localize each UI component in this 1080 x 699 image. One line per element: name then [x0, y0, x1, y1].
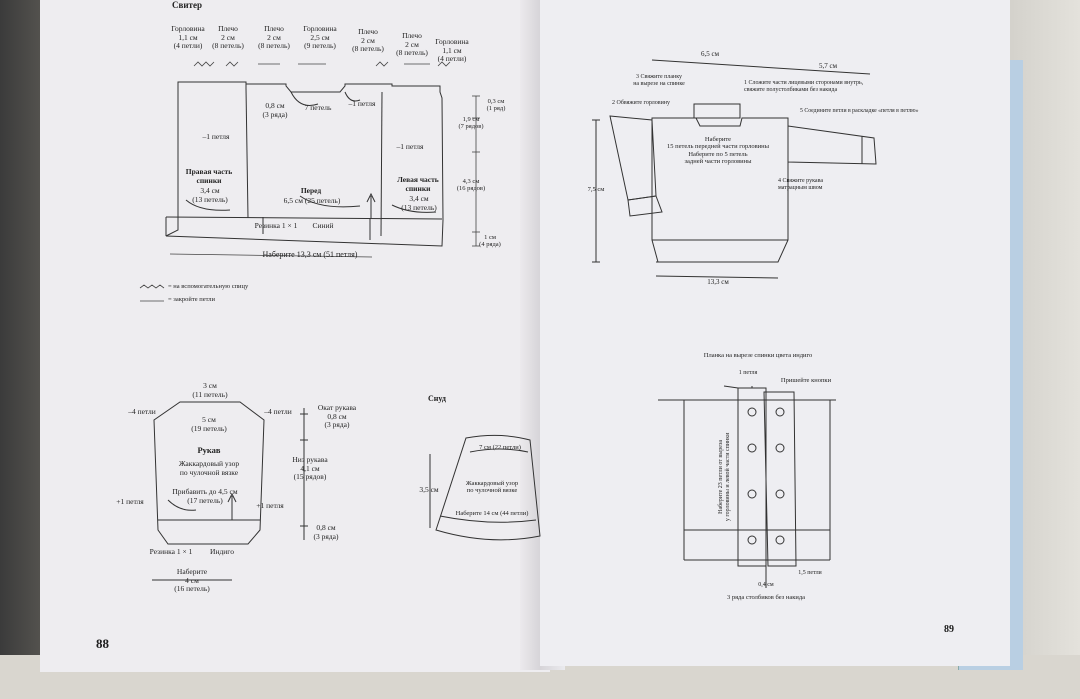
snood-pattern: Жаккардовый узор по чулочной вязке: [465, 480, 519, 495]
snood-cast-on: Наберите 14 см (44 петли): [455, 510, 529, 517]
sleeve-cast-on: Наберите 4 см (16 петель): [174, 567, 210, 594]
sleeve-cuff-dim: 0,8 см (3 ряда): [313, 523, 339, 541]
sleeve-increase-right: +1 петля: [256, 501, 284, 510]
snood-height: 3,5 см: [419, 485, 439, 494]
shoulder-label-2: Плечо 2 см (8 петель): [258, 24, 290, 51]
page-number-left: 88: [96, 636, 109, 651]
dim-right-2: 1,9 см (7 рядов): [458, 116, 484, 131]
right-back-label: Правая часть спинки: [185, 167, 233, 185]
neck-label-right: Горловина 1,1 см (4 петли): [435, 37, 469, 64]
placket-rows: 3 ряда столбиков без накида: [726, 594, 806, 601]
right-page: [540, 0, 1010, 666]
neck-stitches-label: 7 петель: [304, 103, 332, 112]
cast-on-label: Наберите 13,3 см (51 петля): [262, 250, 358, 259]
decrease-label-3: –1 петля: [396, 142, 424, 151]
shoulder-label-3: Плечо 2 см (8 петель): [352, 27, 384, 54]
left-page: [40, 0, 550, 672]
neck-label-left: Горловина 1,1 см (4 петли): [171, 24, 205, 51]
legend-aux-needle: = на вспомогательную спицу: [168, 283, 249, 290]
snood-outline: [435, 434, 541, 541]
sleeve-top-width: 3 см (11 петель): [192, 381, 228, 399]
sleeve-rib-color: Индиго: [210, 547, 234, 556]
sleeve-rib: Резинка 1 × 1: [149, 547, 193, 556]
snood-top: 7 см (22 петли): [479, 444, 521, 451]
sweater-outline: [165, 81, 444, 247]
neck-label-center: Горловина 2,5 см (9 петель): [303, 24, 337, 51]
assembly-height: 7,5 см: [587, 186, 605, 193]
assembly-sleeve-right: [787, 125, 877, 165]
sleeve-name: Рукав: [197, 445, 221, 455]
shoulder-label-4: Плечо 2 см (8 петель): [396, 31, 428, 58]
placket-one-stitch: 1 петля: [738, 370, 758, 376]
step-4: 4 Свяжите рукава матрацным швом: [778, 178, 823, 191]
sleeve-lower-dim: Низ рукава 4,1 см (15 рядов): [292, 455, 328, 482]
dim-right-4: 1 см (4 ряда): [479, 234, 501, 249]
neck-note: Наберите 15 петель передней части горлов…: [666, 136, 770, 166]
sleeve-decrease-right: –4 петли: [264, 407, 292, 416]
decrease-label-2: –1 петля: [202, 132, 230, 141]
sleeve-pattern: Жаккардовый узор по чулочной вязке: [178, 459, 240, 477]
sleeve-increase: Прибавить до 4,5 см (17 петель): [172, 487, 238, 505]
legend-bind-off: = закройте петли: [168, 296, 215, 303]
neck-depth-label: 0,8 см (3 ряда): [262, 101, 288, 119]
assembly-body: [651, 117, 789, 263]
left-back-size: 3,4 см (13 петель): [401, 194, 437, 212]
page-number-right: 89: [944, 624, 954, 635]
snood-title: Снуд: [428, 394, 446, 403]
page-title: Свитер: [172, 0, 202, 10]
dim-top-left: 6,5 см: [700, 50, 720, 58]
sleeve-increase-left: +1 петля: [116, 497, 144, 506]
left-back-label: Левая часть спинки: [397, 175, 439, 193]
rib-color-label: Синий: [312, 221, 334, 230]
placket-stitches: 1,5 петли: [798, 570, 822, 576]
placket-bottom-mm: 0,4 см: [758, 582, 774, 588]
rib-label: Резинка 1 × 1: [254, 221, 298, 230]
assembly-bottom-width: 13,3 см: [707, 278, 729, 286]
step-2: 2 Обвяжите горловину: [612, 100, 671, 106]
decrease-label-1: –1 петля: [348, 99, 376, 108]
placket-vertical-note: Наберите 23 петли от выреза у горловины …: [718, 432, 731, 522]
right-back-size: 3,4 см (13 петель): [192, 186, 228, 204]
step-5: 5 Соедините петли в раскладке «петля в п…: [800, 108, 919, 114]
sleeve-cap-dim: Окат рукава 0,8 см (3 ряда): [317, 403, 357, 430]
step-3: 3 Свяжите планку на вырезе на спинке: [633, 74, 685, 87]
sleeve-mid-width: 5 см (19 петель): [191, 415, 227, 433]
sleeve-decrease-left: –4 петли: [128, 407, 156, 416]
shoulder-label-1: Плечо 2 см (8 петель): [212, 24, 244, 51]
dim-right-3: 4,3 см (16 рядов): [456, 178, 486, 193]
dim-top-right: 5,7 см: [818, 62, 838, 70]
step-1: 1 Сложите части лицевыми сторонами внутр…: [744, 80, 864, 93]
attach-buttons-label: Пришейте кнопки: [780, 377, 832, 384]
placket-title: Планка на вырезе спинки цвета индиго: [703, 352, 813, 359]
sleeve-outline: [153, 401, 265, 545]
front-size: 6,5 см (25 петель): [283, 196, 341, 205]
front-label: Перед: [300, 186, 322, 195]
dim-right-1: 0,3 см (1 ряд): [486, 98, 506, 113]
